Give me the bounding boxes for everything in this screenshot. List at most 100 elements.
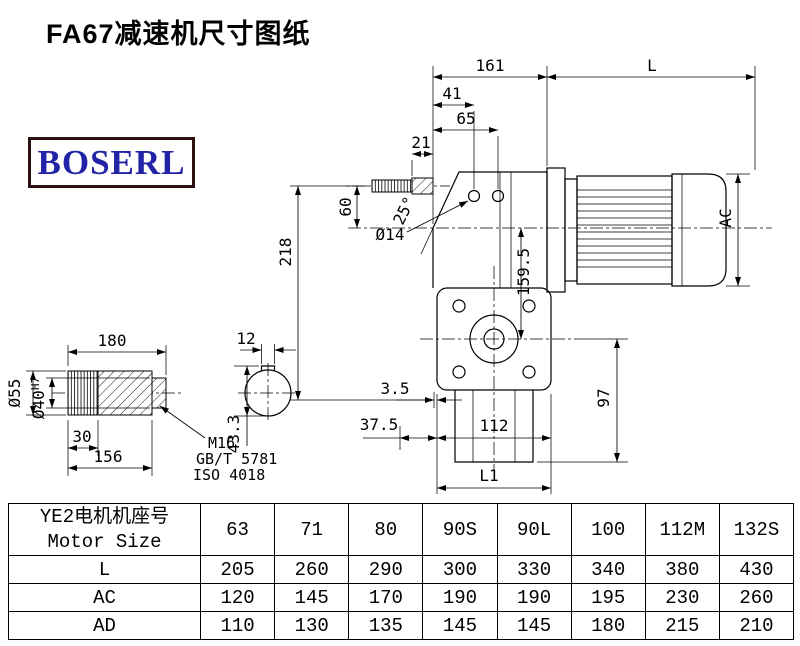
dim-label-3-5: 3.5 bbox=[381, 379, 410, 398]
dim-label-41: 41 bbox=[442, 84, 461, 103]
motor-size-col: 71 bbox=[274, 503, 350, 556]
input-shaft bbox=[371, 179, 413, 193]
keyway-end-view: 12 43.3 bbox=[224, 329, 298, 453]
dim-label-65: 65 bbox=[456, 109, 475, 128]
flange-bolt-hole-tr bbox=[522, 299, 536, 313]
label-gb-standard: GB/T 5781 bbox=[196, 450, 277, 468]
motor-body bbox=[576, 175, 673, 285]
shaft-threaded-section bbox=[67, 370, 99, 416]
shaft-body-section bbox=[97, 370, 153, 416]
dim-label-43-3: 43.3 bbox=[224, 415, 243, 454]
motor-neck bbox=[564, 178, 578, 282]
row-label-L: L bbox=[8, 555, 201, 584]
table-cell: 195 bbox=[570, 583, 646, 612]
table-cell: 145 bbox=[422, 611, 498, 640]
dim-label-L1: L1 bbox=[479, 466, 498, 485]
flange-bolt-hole-tl bbox=[452, 299, 466, 313]
table-cell: 120 bbox=[199, 583, 276, 612]
table-cell: 180 bbox=[570, 611, 646, 640]
fa67-dimension-drawing: 161 L 41 65 21 60 218 Ø14 25° 159.5 AC 9… bbox=[5, 56, 772, 494]
table-cell: 340 bbox=[570, 555, 646, 584]
table-row-AD: AD 110 130 135 145 145 180 215 210 bbox=[8, 611, 795, 640]
dim-label-hole-dia14: Ø14 bbox=[376, 225, 405, 244]
dim-label-dia40h7: Ø40H7 bbox=[29, 377, 48, 419]
table-cell: 145 bbox=[496, 611, 572, 640]
table-cell: 290 bbox=[348, 555, 424, 584]
table-cell: 430 bbox=[718, 555, 795, 584]
dim-label-112: 112 bbox=[480, 416, 509, 435]
shaft-end-stub bbox=[151, 377, 167, 409]
table-cell: 230 bbox=[644, 583, 720, 612]
dim-label-L: L bbox=[647, 56, 657, 75]
table-row-AC: AC 120 145 170 190 190 195 230 260 bbox=[8, 583, 795, 612]
motor-size-col: 112M bbox=[644, 503, 720, 556]
top-bolt-hole-1 bbox=[467, 189, 481, 203]
output-flange-outline bbox=[436, 287, 552, 391]
dim-label-180: 180 bbox=[98, 331, 127, 350]
dim-label-30: 30 bbox=[72, 427, 91, 446]
motor-size-col: 90S bbox=[422, 503, 498, 556]
motor-cooling-fins bbox=[577, 189, 672, 268]
motor-size-col: 80 bbox=[348, 503, 424, 556]
input-shaft-shoulder bbox=[411, 177, 434, 195]
table-cell: 380 bbox=[644, 555, 720, 584]
row-label-AD: AD bbox=[8, 611, 201, 640]
table-cell: 330 bbox=[496, 555, 572, 584]
table-row-L: L 205 260 290 300 330 340 380 430 bbox=[8, 555, 795, 584]
table-cell: 110 bbox=[199, 611, 276, 640]
table-cell: 190 bbox=[422, 583, 498, 612]
output-snout-outline bbox=[454, 390, 534, 463]
table-cell: 145 bbox=[274, 583, 350, 612]
top-bolt-hole-2 bbox=[491, 189, 505, 203]
shaft-detail-view: 180 Ø55 Ø40H7 30 156 M16 GB/T 5781 ISO 4… bbox=[5, 331, 277, 484]
table-header-row: YE2电机机座号 Motor Size 63 71 80 90S 90L 100… bbox=[8, 503, 795, 556]
dim-label-25deg: 25° bbox=[389, 193, 419, 227]
dim-label-218: 218 bbox=[276, 238, 295, 267]
dim-label-97: 97 bbox=[594, 388, 613, 407]
motor bbox=[546, 167, 727, 293]
motor-size-col: 63 bbox=[199, 503, 276, 556]
dim-label-21: 21 bbox=[411, 133, 430, 152]
boserl-logo: BOSERL bbox=[28, 137, 195, 188]
motor-fan-cover bbox=[671, 173, 727, 287]
table-cell: 205 bbox=[199, 555, 276, 584]
motor-size-header: YE2电机机座号 Motor Size bbox=[8, 503, 201, 556]
table-cell: 210 bbox=[718, 611, 795, 640]
motor-size-header-en: Motor Size bbox=[47, 530, 162, 553]
table-cell: 135 bbox=[348, 611, 424, 640]
dim-label-60: 60 bbox=[336, 197, 355, 216]
main-view-dimensions: 161 L 41 65 21 60 218 Ø14 25° 159.5 AC 9… bbox=[276, 56, 756, 494]
output-bore-circle bbox=[469, 314, 519, 364]
motor-flange bbox=[546, 167, 566, 293]
dim-label-161: 161 bbox=[476, 56, 505, 75]
motor-size-header-cn: YE2电机机座号 bbox=[39, 505, 170, 528]
output-shaft-circle bbox=[483, 328, 505, 350]
chamfer-extension-line bbox=[420, 227, 434, 255]
keyway-slot bbox=[260, 365, 276, 372]
motor-size-col: 100 bbox=[570, 503, 646, 556]
label-m16: M16 bbox=[208, 434, 235, 452]
motor-size-col: 132S bbox=[718, 503, 795, 556]
boserl-logo-text: BOSERL bbox=[37, 143, 186, 182]
table-cell: 300 bbox=[422, 555, 498, 584]
table-cell: 260 bbox=[274, 555, 350, 584]
dim-label-AC: AC bbox=[716, 208, 735, 227]
flange-bolt-hole-bl bbox=[452, 365, 466, 379]
dimension-table: YE2电机机座号 Motor Size 63 71 80 90S 90L 100… bbox=[8, 503, 795, 640]
table-cell: 215 bbox=[644, 611, 720, 640]
dim-label-dia55: Ø55 bbox=[5, 379, 24, 408]
table-cell: 130 bbox=[274, 611, 350, 640]
gearbox-side-view bbox=[348, 171, 772, 480]
table-cell: 170 bbox=[348, 583, 424, 612]
table-cell: 190 bbox=[496, 583, 572, 612]
dim-label-37-5: 37.5 bbox=[360, 415, 399, 434]
motor-size-col: 90L bbox=[496, 503, 572, 556]
row-label-AC: AC bbox=[8, 583, 201, 612]
dim-label-159-5: 159.5 bbox=[514, 248, 533, 296]
dim-label-156: 156 bbox=[94, 447, 123, 466]
table-cell: 260 bbox=[718, 583, 795, 612]
page-title: FA67减速机尺寸图纸 bbox=[46, 19, 311, 49]
label-iso-standard: ISO 4018 bbox=[193, 466, 265, 484]
flange-bolt-hole-br bbox=[522, 365, 536, 379]
dim-label-12: 12 bbox=[236, 329, 255, 348]
